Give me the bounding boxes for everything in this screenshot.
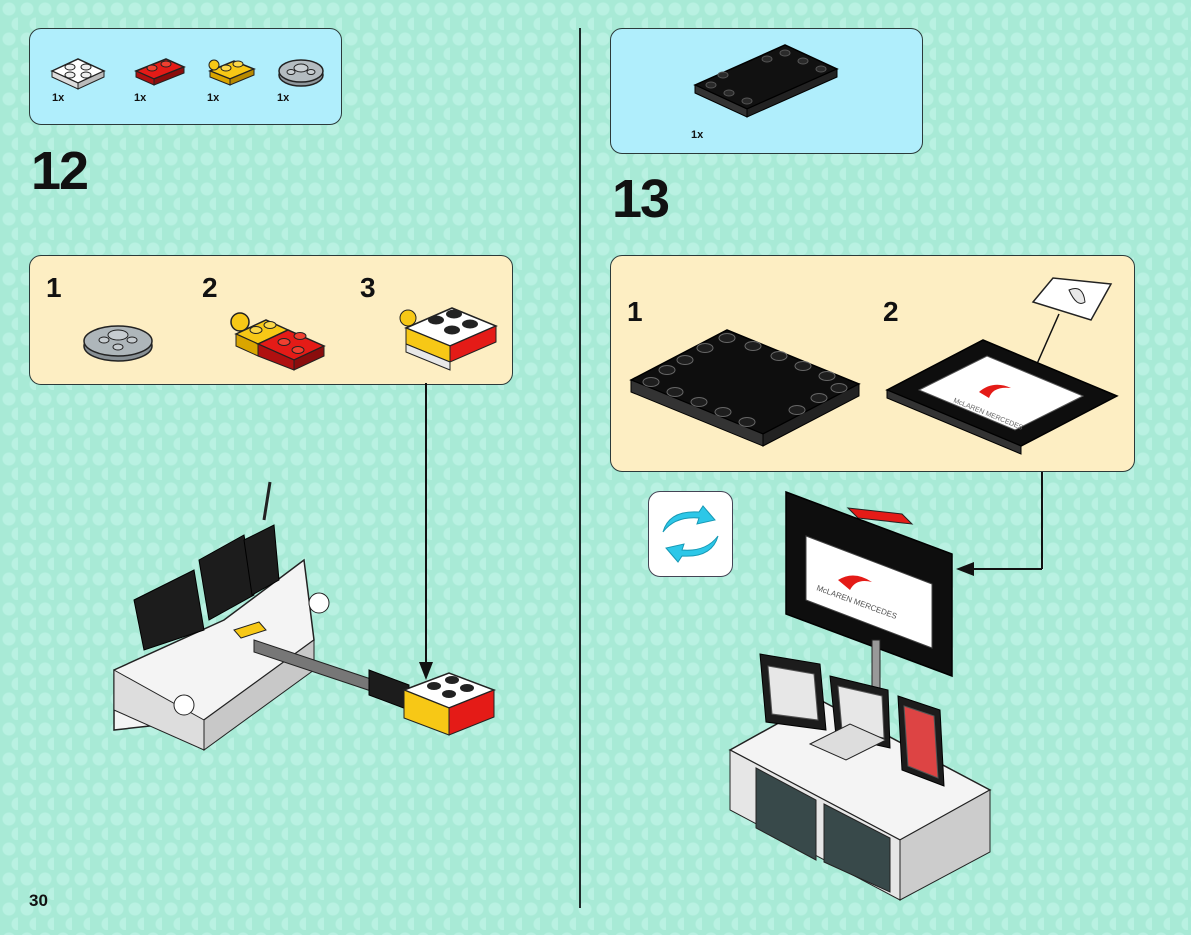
- mclaren-screen-desk-model-illustration: McLAREN MERCEDES: [728, 490, 992, 901]
- page-number: 30: [29, 891, 48, 910]
- black-tile-plate-part-icon: [693, 44, 839, 118]
- part-qty-label: 1x: [52, 92, 65, 104]
- substep-number: 2: [202, 272, 218, 303]
- yellow-hinge-part-icon: [208, 59, 256, 86]
- step12-parts-box: 1x 1x 1x 1x: [29, 28, 342, 125]
- red-plate-part-icon: [134, 58, 186, 86]
- part-qty-label: 1x: [277, 92, 290, 104]
- grey-round-plate-part-icon: [278, 59, 324, 87]
- rotate-arrows-icon: [662, 505, 719, 563]
- step-number-13: 13: [612, 169, 670, 229]
- black-tile-plate-illustration: [629, 329, 861, 447]
- page-divider: [579, 28, 581, 908]
- rotate-model-indicator: [648, 491, 733, 577]
- substep-number: 3: [360, 272, 376, 303]
- substep-number: 1: [46, 272, 62, 303]
- step-number-12: 12: [31, 141, 89, 201]
- workstation-model-illustration: [113, 481, 497, 751]
- white-plate-part-icon: [50, 58, 106, 90]
- part-qty-label: 1x: [134, 92, 147, 104]
- step12-subassembly-box: 1 2 3: [29, 255, 513, 385]
- grey-round-plate-illustration: [83, 325, 153, 362]
- substep-number: 1: [627, 296, 643, 327]
- white-stack-illustration: [399, 307, 498, 371]
- substep-number: 2: [883, 296, 899, 327]
- yellow-red-hinge-illustration: [230, 312, 326, 371]
- sticker-tile-illustration: McLAREN MERCEDES: [885, 277, 1119, 455]
- step13-subassembly-box: 1 2 McLAREN MERCEDES: [610, 255, 1135, 472]
- part-qty-label: 1x: [691, 129, 704, 141]
- part-qty-label: 1x: [207, 92, 220, 104]
- step13-parts-box: 1x: [610, 28, 923, 154]
